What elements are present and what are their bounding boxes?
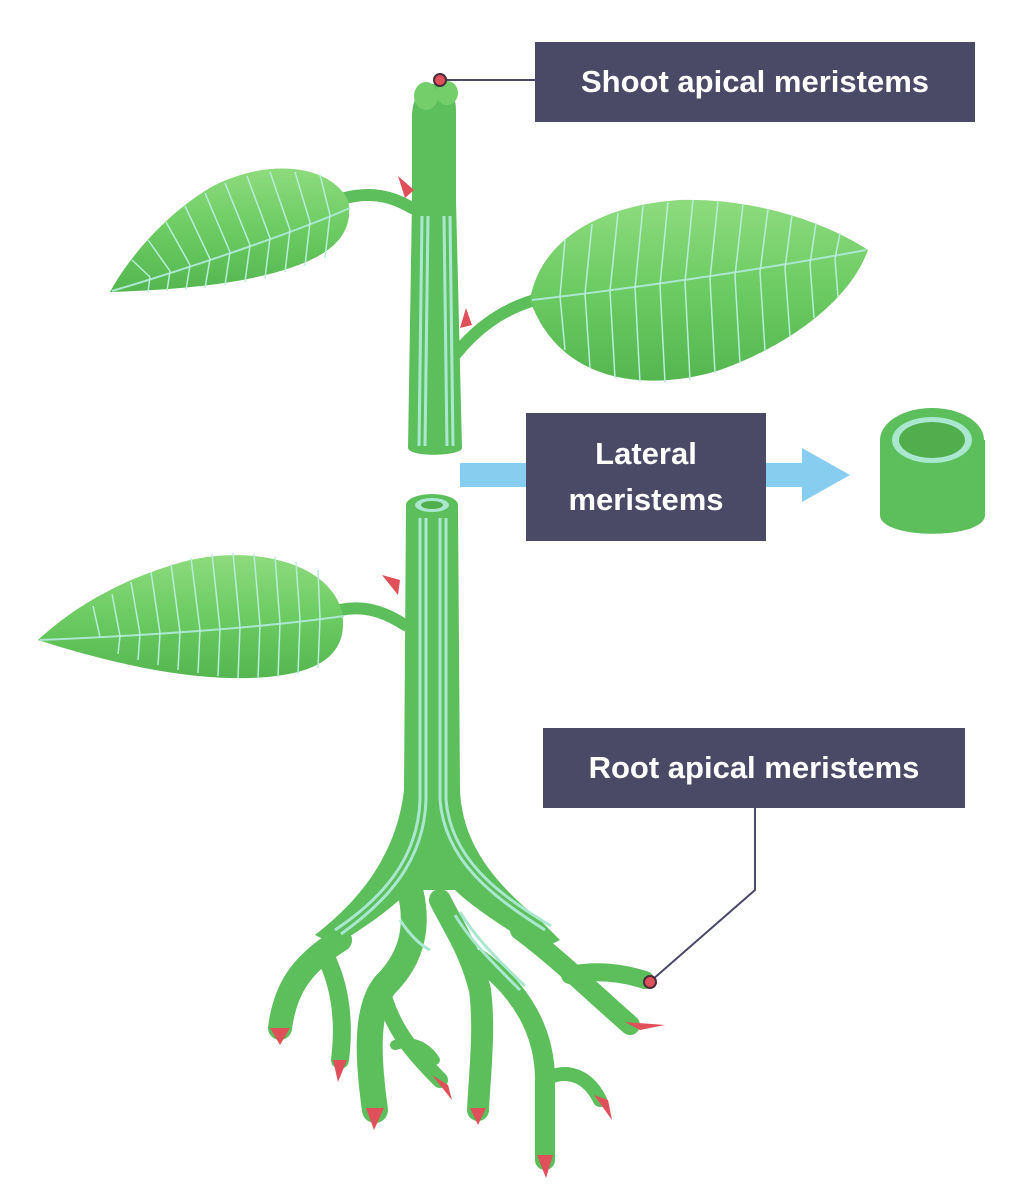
root-tip-2 (333, 1060, 347, 1082)
root-tip-4 (432, 1075, 452, 1100)
upper-left-petiole (339, 189, 418, 214)
lateral-label-line-1: Lateral (595, 436, 697, 471)
lateral-arrow (460, 448, 850, 502)
root-tip-7 (594, 1095, 612, 1120)
root-tip-1 (270, 1028, 290, 1045)
root-tip-5 (470, 1108, 486, 1125)
shoot-apex-marker (433, 73, 447, 87)
stem-cross-section-cylinder (880, 408, 985, 534)
lower-plant (38, 494, 665, 1178)
upper-right-petiole (449, 294, 541, 361)
upper-right-leaf (530, 199, 868, 384)
axillary-bud-2 (460, 308, 472, 328)
root-apical-meristems-label: Root apical meristems (543, 728, 965, 808)
root-apex-marker (643, 975, 657, 989)
upper-stem (408, 83, 462, 455)
axillary-bud-1 (398, 176, 414, 198)
root-pointer-line (651, 808, 756, 981)
lower-left-leaf (38, 552, 345, 679)
upper-left-leaf (110, 168, 351, 293)
root-tip-8 (625, 1022, 665, 1030)
axillary-bud-3 (382, 575, 400, 595)
root-tip-6 (537, 1155, 553, 1178)
lateral-label-line-2: meristems (568, 482, 724, 517)
root-tip-3 (366, 1108, 384, 1130)
shoot-apical-meristems-label: Shoot apical meristems (535, 42, 975, 122)
lower-left-petiole (334, 602, 411, 631)
shoot-label-text: Shoot apical meristems (580, 64, 929, 99)
lower-stem (315, 505, 560, 950)
upper-shoot (110, 81, 868, 455)
root-label-text: Root apical meristems (588, 750, 920, 785)
lateral-meristems-label: Lateral meristems (526, 413, 766, 541)
